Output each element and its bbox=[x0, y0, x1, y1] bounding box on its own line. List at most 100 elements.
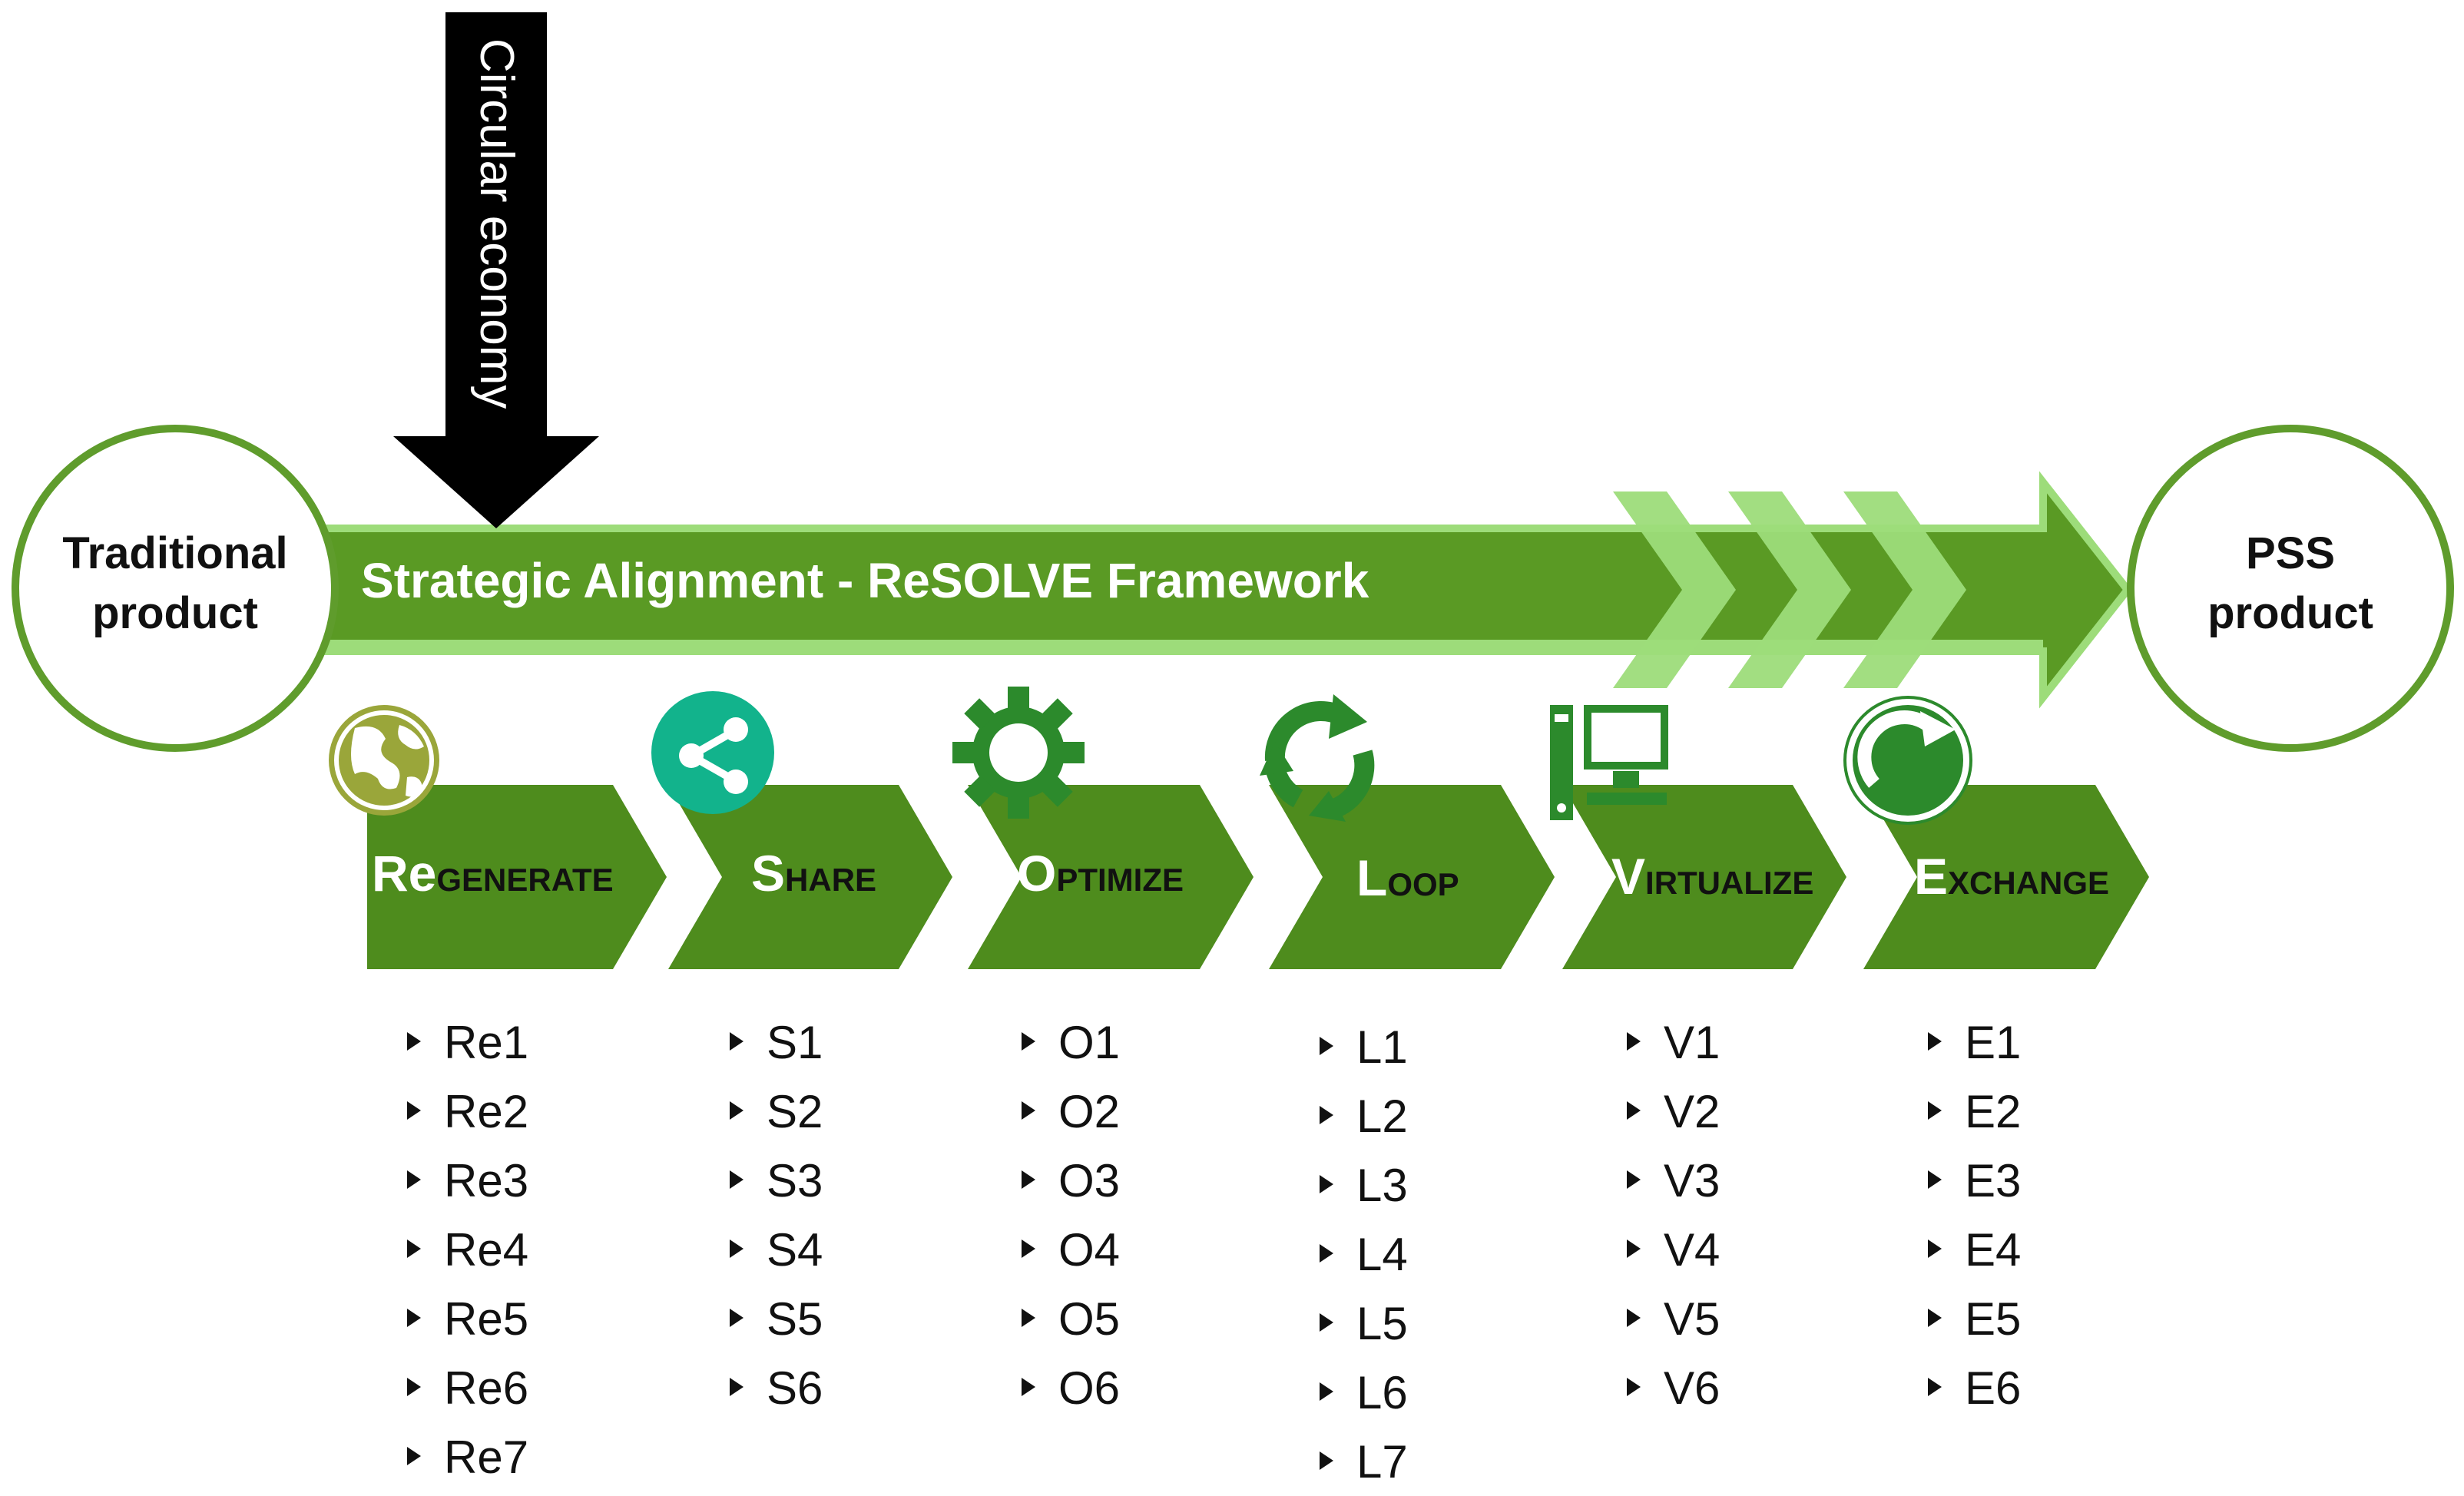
list-item: E3 bbox=[1965, 1155, 2021, 1206]
pss-product-node: PSS product bbox=[2127, 425, 2454, 752]
list-item: O1 bbox=[1058, 1017, 1120, 1068]
share-icon bbox=[651, 691, 774, 814]
bullet-icon bbox=[1627, 1032, 1641, 1051]
label-regenerate: ReGENERATE bbox=[372, 845, 614, 902]
list-item: E5 bbox=[1965, 1293, 2021, 1345]
gear-icon bbox=[952, 687, 1085, 819]
list-item: V3 bbox=[1664, 1155, 1720, 1206]
list-item: L4 bbox=[1356, 1229, 1408, 1280]
list-item: O2 bbox=[1058, 1086, 1120, 1137]
globe-icon bbox=[329, 705, 439, 816]
label-exchange-initial: E bbox=[1914, 848, 1948, 905]
label-optimize: OPTIMIZE bbox=[1017, 845, 1184, 902]
label-virtualize-rest: IRTUALIZE bbox=[1645, 865, 1813, 901]
category-chevrons bbox=[367, 785, 2149, 969]
exchange-icon bbox=[1843, 696, 1972, 825]
band-chevrons bbox=[1613, 491, 1966, 688]
bullet-icon bbox=[407, 1101, 421, 1120]
bullet-icon bbox=[407, 1309, 421, 1327]
bullet-icon bbox=[1928, 1239, 1942, 1258]
list-item: Re6 bbox=[444, 1362, 528, 1414]
list-item: E2 bbox=[1965, 1086, 2021, 1137]
label-virtualize-initial: V bbox=[1611, 848, 1645, 905]
bullet-icon bbox=[1022, 1239, 1035, 1258]
bullet-icon bbox=[1022, 1309, 1035, 1327]
bullet-icon bbox=[1928, 1101, 1942, 1120]
label-regenerate-initial: Re bbox=[372, 845, 436, 902]
bullet-icon bbox=[730, 1032, 744, 1051]
bullet-icon bbox=[1627, 1309, 1641, 1327]
bullet-icon bbox=[1320, 1037, 1333, 1055]
list-item: L6 bbox=[1356, 1367, 1408, 1418]
item-lists: Re1Re2Re3Re4Re5Re6Re7S1S2S3S4S5S6O1O2O3O… bbox=[407, 1017, 2021, 1488]
bullet-icon bbox=[1320, 1106, 1333, 1124]
label-regenerate-rest: GENERATE bbox=[436, 862, 613, 898]
circular-economy-arrow: Circular economy bbox=[393, 12, 599, 528]
chevron-exchange bbox=[1863, 785, 2149, 969]
list-item: E4 bbox=[1965, 1224, 2021, 1276]
bullet-icon bbox=[730, 1378, 744, 1396]
bullet-icon bbox=[1022, 1378, 1035, 1396]
bullet-icon bbox=[407, 1032, 421, 1051]
list-item: V2 bbox=[1664, 1086, 1720, 1137]
label-share: SHARE bbox=[751, 845, 876, 902]
label-optimize-rest: PTIMIZE bbox=[1056, 862, 1184, 898]
label-virtualize: VIRTUALIZE bbox=[1611, 848, 1813, 905]
bullet-icon bbox=[730, 1239, 744, 1258]
bullet-icon bbox=[1928, 1032, 1942, 1051]
bullet-icon bbox=[407, 1170, 421, 1189]
circular-economy-label: Circular economy bbox=[470, 38, 523, 409]
list-item: V6 bbox=[1664, 1362, 1720, 1414]
list-item: Re4 bbox=[444, 1224, 528, 1276]
start-node-line1: Traditional bbox=[62, 528, 287, 578]
label-loop-rest: OOP bbox=[1387, 866, 1459, 902]
chevron-virtualize bbox=[1562, 785, 1846, 969]
computer-icon bbox=[1550, 705, 1668, 820]
list-item: Re2 bbox=[444, 1086, 528, 1137]
chevron-share bbox=[668, 785, 952, 969]
list-item: V1 bbox=[1664, 1017, 1720, 1068]
label-exchange-rest: XCHANGE bbox=[1948, 865, 2109, 901]
list-item: S2 bbox=[767, 1086, 823, 1137]
end-node-line1: PSS bbox=[2246, 528, 2335, 578]
label-share-rest: HARE bbox=[785, 862, 876, 898]
bullet-icon bbox=[730, 1170, 744, 1189]
list-item: Re3 bbox=[444, 1155, 528, 1206]
bullet-icon bbox=[1320, 1382, 1333, 1401]
bullet-icon bbox=[1320, 1313, 1333, 1332]
list-item: S6 bbox=[767, 1362, 823, 1414]
band-label: Strategic Alignment - ReSOLVE Framework bbox=[361, 553, 1369, 608]
bullet-icon bbox=[1320, 1451, 1333, 1470]
bullet-icon bbox=[407, 1378, 421, 1396]
list-item: E1 bbox=[1965, 1017, 2021, 1068]
list-item: S5 bbox=[767, 1293, 823, 1345]
list-item: Re1 bbox=[444, 1017, 528, 1068]
bullet-icon bbox=[407, 1447, 421, 1465]
bullet-icon bbox=[407, 1239, 421, 1258]
label-optimize-initial: O bbox=[1017, 845, 1056, 902]
list-item: O6 bbox=[1058, 1362, 1120, 1414]
traditional-product-node: Traditional product bbox=[12, 425, 339, 752]
bullet-icon bbox=[730, 1101, 744, 1120]
list-item: O5 bbox=[1058, 1293, 1120, 1345]
bullet-icon bbox=[730, 1309, 744, 1327]
bullet-icon bbox=[1320, 1244, 1333, 1263]
start-node-line2: product bbox=[92, 588, 258, 638]
label-share-initial: S bbox=[751, 845, 785, 902]
list-item: O3 bbox=[1058, 1155, 1120, 1206]
bullet-icon bbox=[1022, 1101, 1035, 1120]
list-item: S4 bbox=[767, 1224, 823, 1276]
chevron-optimize bbox=[968, 785, 1254, 969]
recycle-icon bbox=[1260, 694, 1375, 822]
bullet-icon bbox=[1928, 1378, 1942, 1396]
bullet-icon bbox=[1627, 1101, 1641, 1120]
list-item: E6 bbox=[1965, 1362, 2021, 1414]
list-item: Re7 bbox=[444, 1431, 528, 1483]
bullet-icon bbox=[1627, 1239, 1641, 1258]
list-item: Re5 bbox=[444, 1293, 528, 1345]
bullet-icon bbox=[1627, 1378, 1641, 1396]
list-item: L3 bbox=[1356, 1160, 1408, 1211]
list-item: L7 bbox=[1356, 1436, 1408, 1488]
bullet-icon bbox=[1022, 1032, 1035, 1051]
bullet-icon bbox=[1022, 1170, 1035, 1189]
